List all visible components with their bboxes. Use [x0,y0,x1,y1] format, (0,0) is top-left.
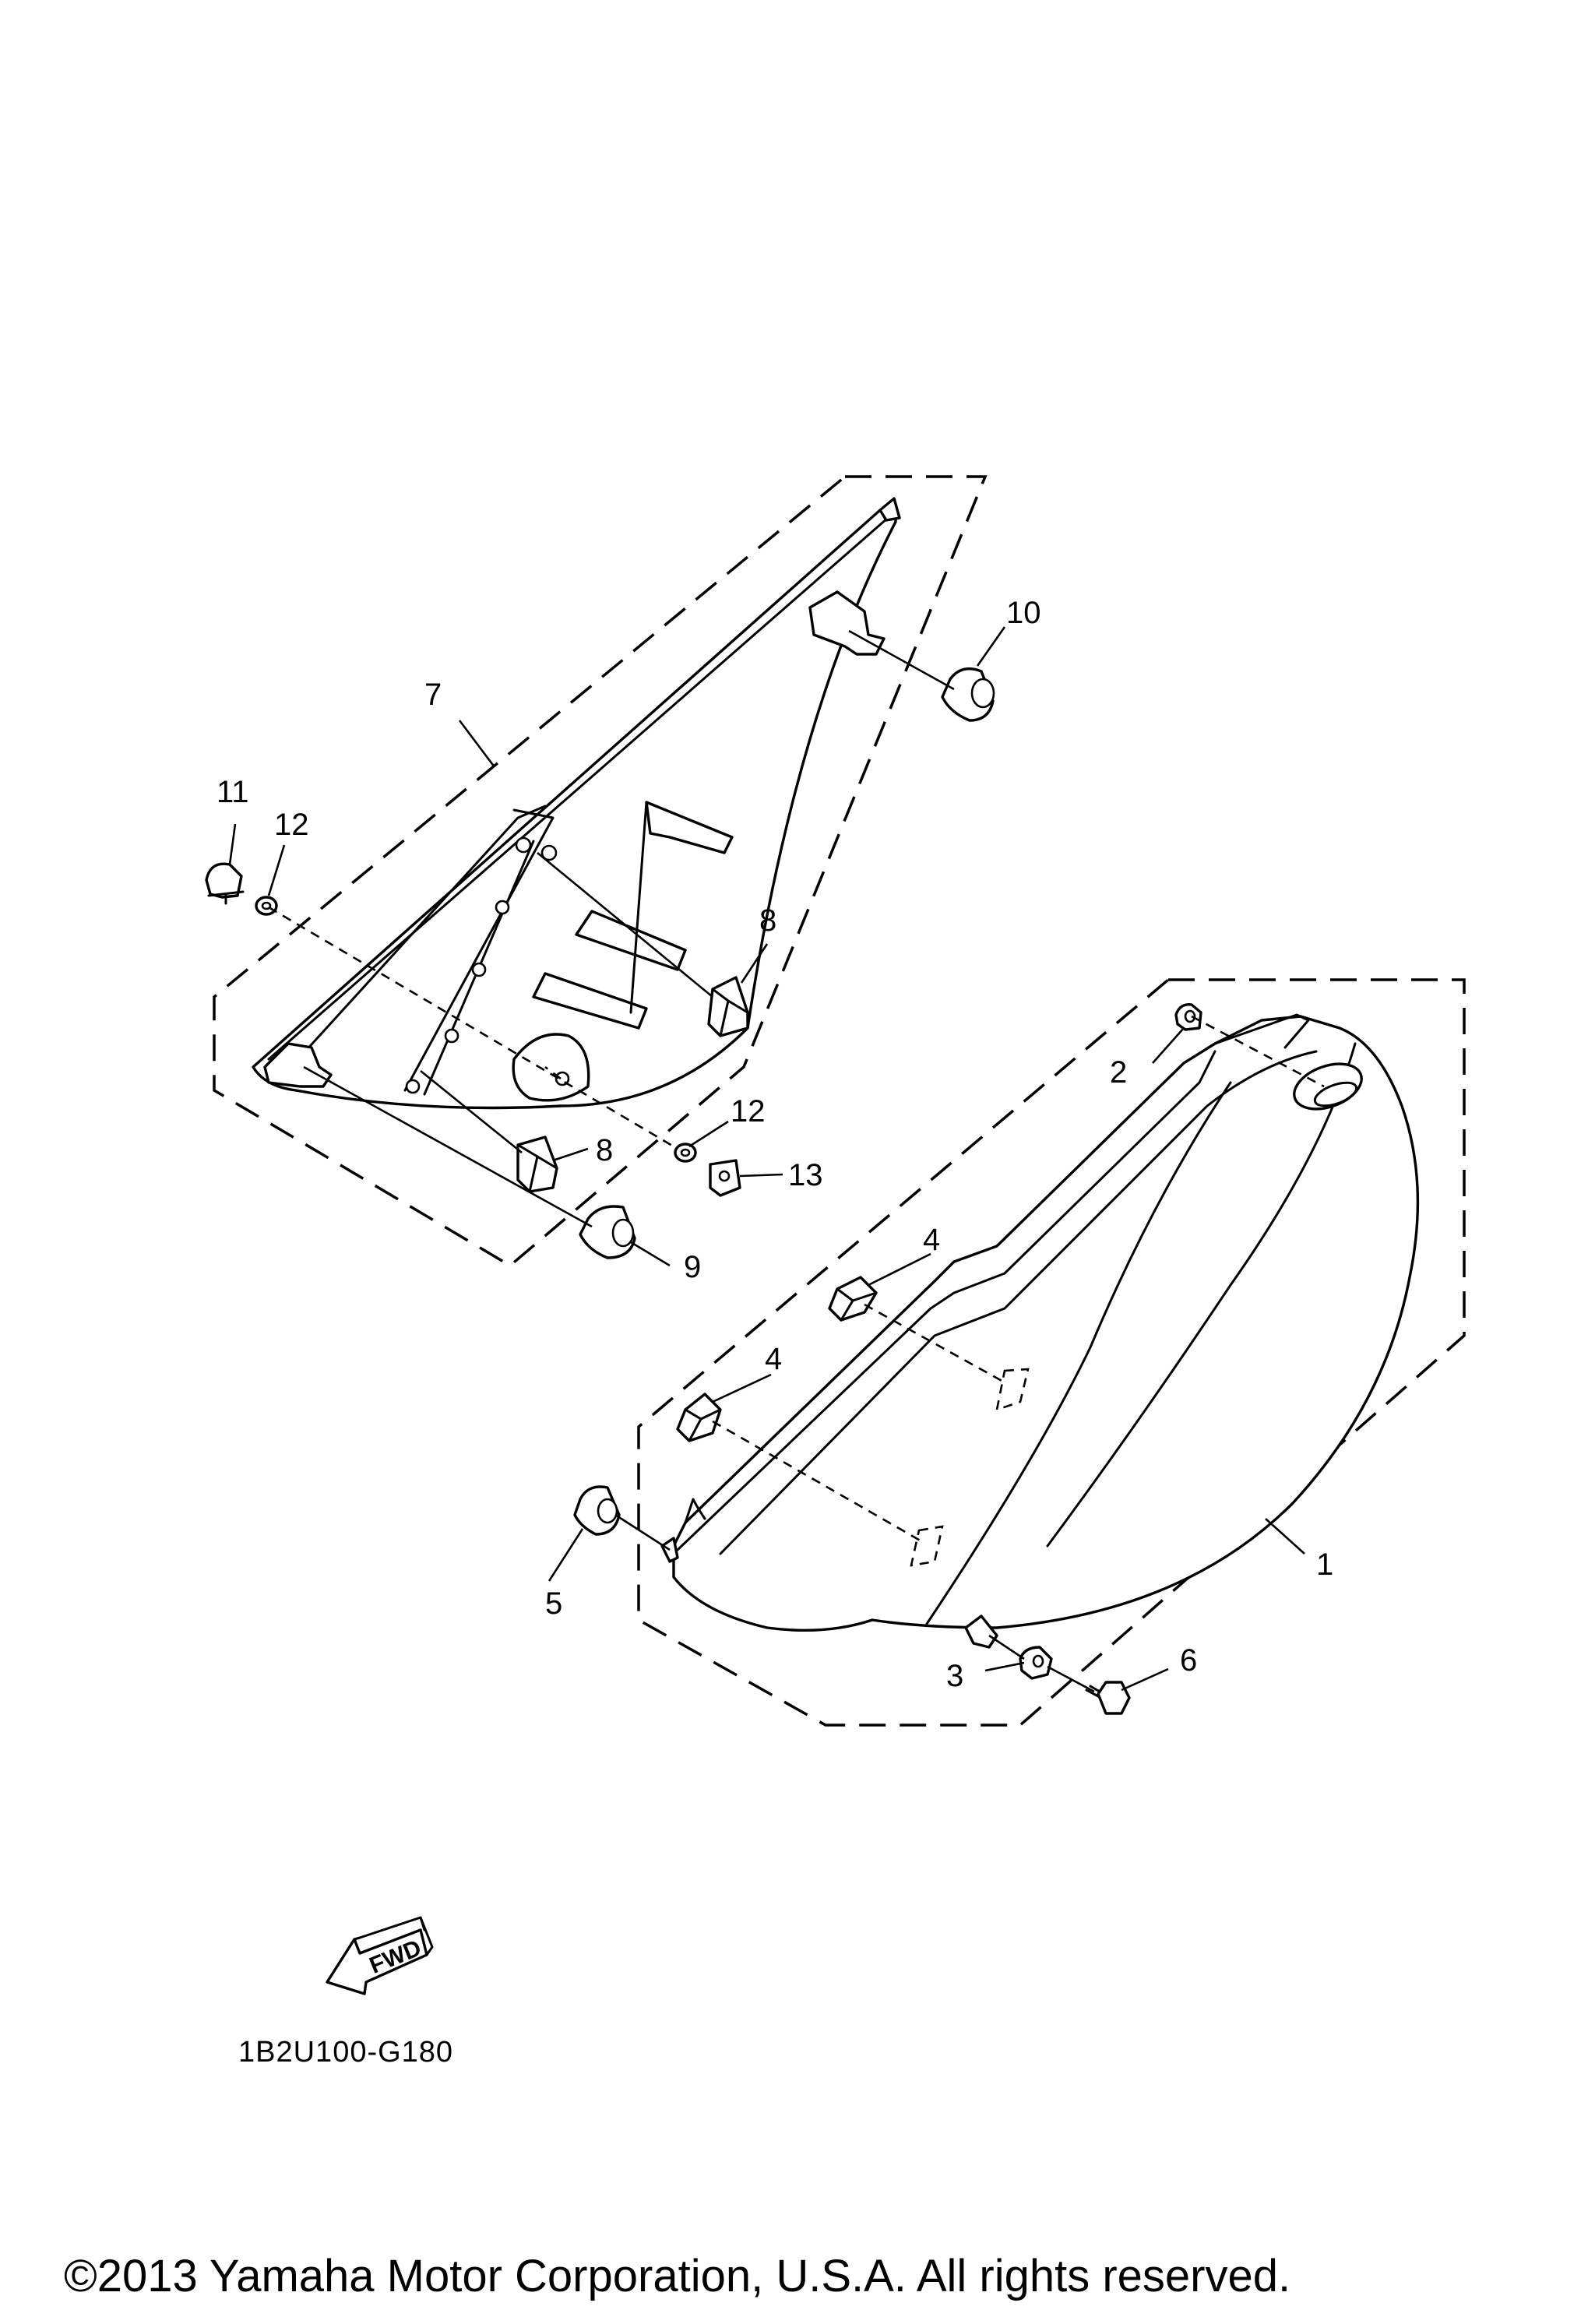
callout-5: 5 [545,1586,562,1621]
upper-mount-pin [808,590,886,656]
bolt-part-6 [1085,1681,1131,1715]
damper-part-8-lower [516,1136,558,1193]
upper-assembly-group [205,475,995,1268]
upper-group-boundary [213,475,988,1268]
damper-part-8-upper [707,976,749,1037]
callout-8-upper: 8 [759,903,776,938]
clip-nut-part-13 [709,1159,741,1197]
callout-9: 9 [684,1250,701,1284]
bolt-part-11 [205,862,245,905]
callout-10: 10 [1006,596,1041,630]
callout-numbers: 10 7 11 12 8 8 12 13 9 2 4 4 5 1 3 6 [217,596,1333,1693]
callout-11: 11 [217,775,249,809]
collar-part-3 [1019,1646,1053,1680]
callout-12-lower: 12 [731,1094,766,1129]
lower-mount-pin [263,1042,333,1088]
callout-7: 7 [424,678,442,712]
callout-12-upper: 12 [274,808,309,842]
bushing-part-2 [1174,1003,1202,1031]
side-cover-part-1 [672,1015,1420,1632]
callout-1: 1 [1316,1548,1333,1582]
callout-3: 3 [946,1659,963,1693]
grommet-part-9 [579,1205,636,1259]
copyright-notice: ©2013 Yamaha Motor Corporation, U.S.A. A… [64,2251,1290,2301]
side-cover-panel-7 [252,503,897,1110]
callout-6: 6 [1180,1643,1197,1678]
damper-part-4-lower [676,1393,722,1442]
callout-4-upper: 4 [923,1223,940,1257]
lower-group-boundary [637,978,1466,1727]
grommet-part-5 [573,1485,621,1536]
callout-13: 13 [788,1158,823,1192]
damper-part-4-upper [828,1276,878,1322]
lower-assembly-group [573,978,1466,1727]
callout-8-lower: 8 [596,1133,613,1167]
diagram-code: 1B2U100-G180 [238,2036,453,2069]
callout-2: 2 [1110,1055,1127,1090]
leader-lines [228,626,1305,1692]
callout-4-lower: 4 [765,1342,782,1376]
grommet-part-10 [941,667,995,722]
forward-arrow-icon: FWD [326,1916,434,1995]
